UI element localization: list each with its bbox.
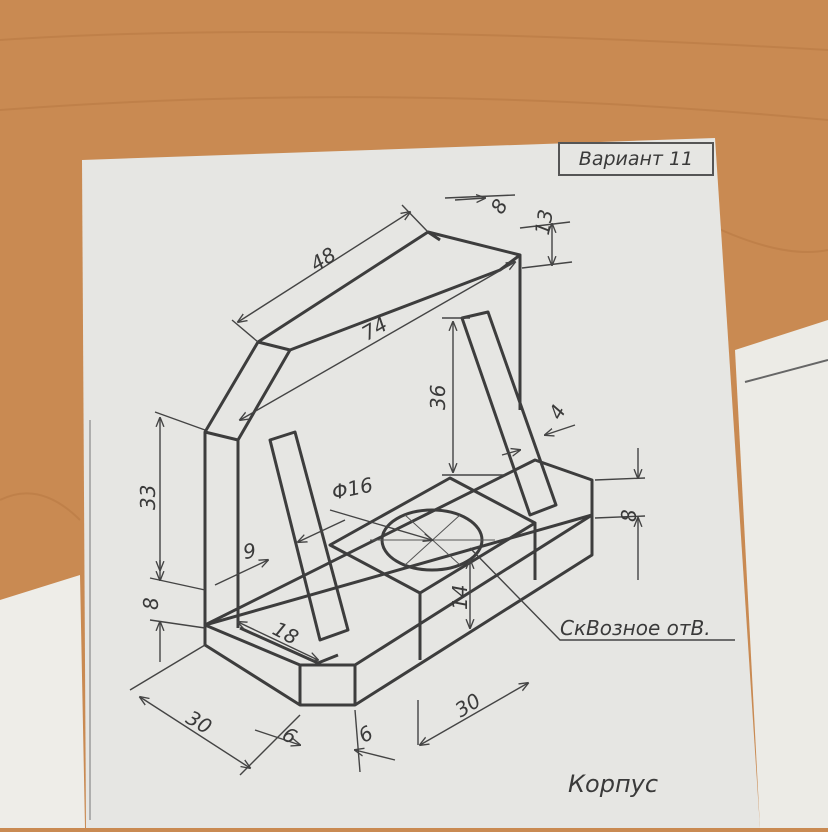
dim-8-right: 8 (617, 509, 641, 522)
dim-14: 14 (448, 585, 472, 610)
through-hole-note: СкВозное отВ. (560, 616, 711, 640)
background-paper-right (735, 320, 828, 828)
dim-8-left: 8 (139, 597, 163, 610)
dim-13: 13 (530, 207, 558, 236)
background-paper-left (0, 575, 85, 828)
dim-9: 9 (241, 538, 258, 564)
left-rib (268, 430, 350, 642)
dim-33: 33 (136, 485, 160, 510)
dim-36: 36 (426, 385, 450, 410)
paper-right-line (744, 359, 828, 383)
part-name: Корпус (568, 770, 659, 798)
note-leader (469, 547, 735, 641)
dimension-lines (129, 195, 735, 776)
variant-label: Вариант 11 (558, 142, 714, 176)
